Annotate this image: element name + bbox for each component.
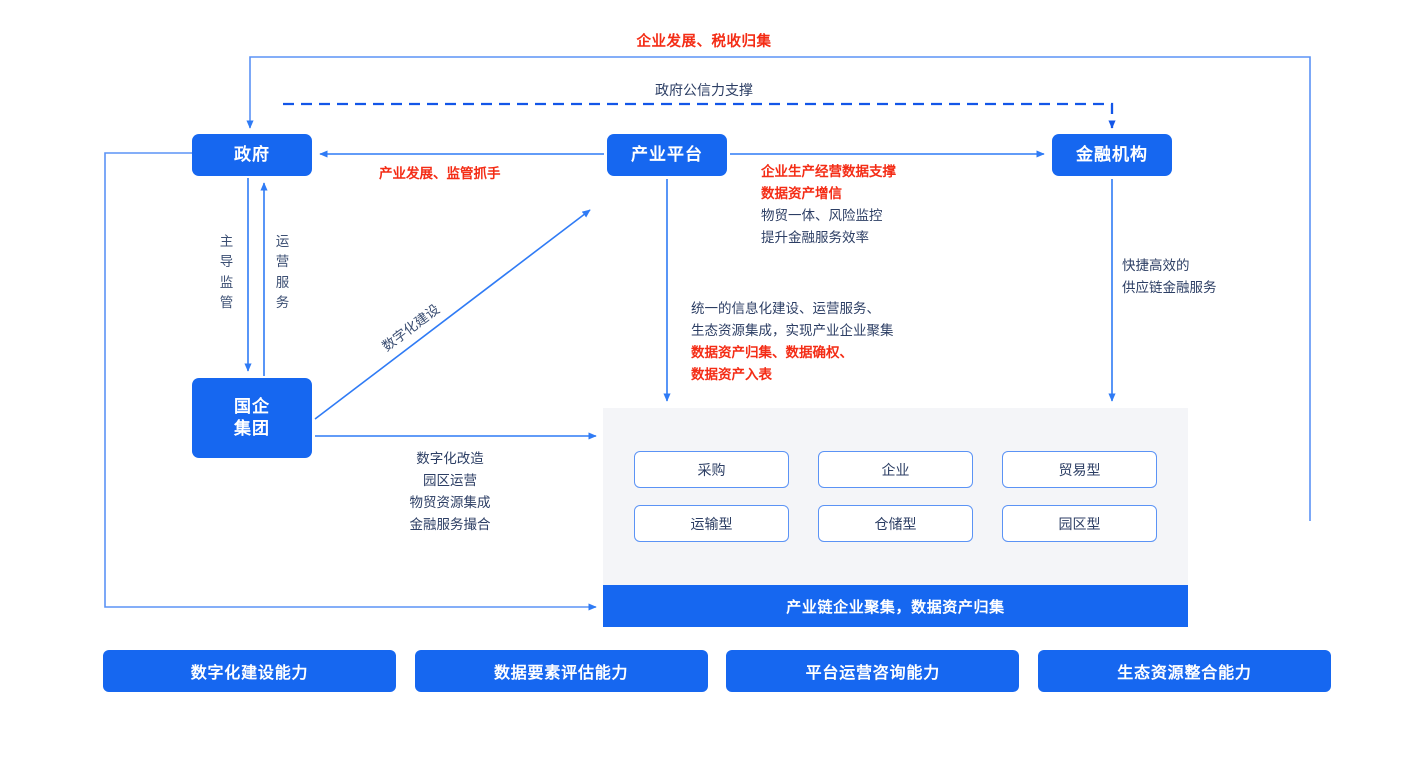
node-government[interactable]: 政府 <box>192 134 312 176</box>
text-line: 数据资产入表 <box>691 366 772 382</box>
node-soe-line1: 国企 <box>234 396 270 416</box>
text-line: 提升金融服务效率 <box>761 229 869 245</box>
text-soe-right: 数字化改造 园区运营 物贸资源集成 金融服务撮合 <box>340 448 560 535</box>
text-line: 园区运营 <box>423 472 477 488</box>
panel-footer-bar: 产业链企业聚集，数据资产归集 <box>603 585 1188 627</box>
chip-row-2: 运输型 仓储型 园区型 <box>634 505 1157 542</box>
text-platform-down: 统一的信息化建设、运营服务、 生态资源集成，实现产业企业聚集 数据资产归集、数据… <box>691 298 894 385</box>
chip-transport-type[interactable]: 运输型 <box>634 505 789 542</box>
wire-dashed-credibility <box>283 102 1116 129</box>
top-banner-label: 企业发展、税收归集 <box>636 34 772 50</box>
chip-warehouse-type[interactable]: 仓储型 <box>818 505 973 542</box>
node-platform[interactable]: 产业平台 <box>607 134 727 176</box>
node-financial-institution[interactable]: 金融机构 <box>1052 134 1172 176</box>
text-line: 物贸资源集成 <box>409 494 491 510</box>
enterprise-panel: 采购 企业 贸易型 运输型 仓储型 园区型 <box>603 408 1188 585</box>
chip-row-1: 采购 企业 贸易型 <box>634 451 1157 488</box>
label-platform-to-government: 产业发展、监管抓手 <box>379 166 501 181</box>
chip-procurement[interactable]: 采购 <box>634 451 789 488</box>
label-soe-to-platform: 数字化建设 <box>379 301 443 355</box>
node-soe-line2: 集团 <box>234 419 270 438</box>
capability-data-element-assessment[interactable]: 数据要素评估能力 <box>414 650 708 692</box>
wire-soe-to-platform <box>314 209 591 420</box>
capability-bar: 数字化建设能力 数据要素评估能力 平台运营咨询能力 生态资源整合能力 <box>103 650 1331 692</box>
capability-digital-construction[interactable]: 数字化建设能力 <box>103 650 396 692</box>
text-line: 数字化改造 <box>416 451 484 466</box>
label-government-to-soe: 主 导 监 管 <box>219 234 234 310</box>
text-line: 数据资产归集、数据确权、 <box>691 344 853 360</box>
label-soe-to-government: 运 营 服 务 <box>275 234 290 310</box>
capability-ecosystem-integration[interactable]: 生态资源整合能力 <box>1037 650 1331 692</box>
text-line: 快捷高效的 <box>1122 258 1190 273</box>
text-platform-to-financial: 企业生产经营数据支撑 数据资产增信 物贸一体、风险监控 提升金融服务效率 <box>761 161 896 248</box>
chip-enterprise[interactable]: 企业 <box>818 451 973 488</box>
dashed-edge-label: 政府公信力支撑 <box>655 82 753 98</box>
text-line: 供应链金融服务 <box>1122 279 1217 295</box>
chip-trade-type[interactable]: 贸易型 <box>1002 451 1157 488</box>
wire-left-loop <box>104 152 597 611</box>
chip-park-type[interactable]: 园区型 <box>1002 505 1157 542</box>
node-soe-group[interactable]: 国企 集团 <box>192 378 312 458</box>
text-line: 企业生产经营数据支撑 <box>761 164 896 179</box>
text-line: 物贸一体、风险监控 <box>761 207 883 223</box>
text-line: 金融服务撮合 <box>409 516 491 532</box>
capability-platform-operation-consulting[interactable]: 平台运营咨询能力 <box>726 650 1020 692</box>
text-line: 统一的信息化建设、运营服务、 <box>691 301 880 316</box>
text-line: 生态资源集成，实现产业企业聚集 <box>691 322 894 338</box>
text-financial-down: 快捷高效的 供应链金融服务 <box>1122 255 1217 299</box>
text-line: 数据资产增信 <box>761 185 842 201</box>
